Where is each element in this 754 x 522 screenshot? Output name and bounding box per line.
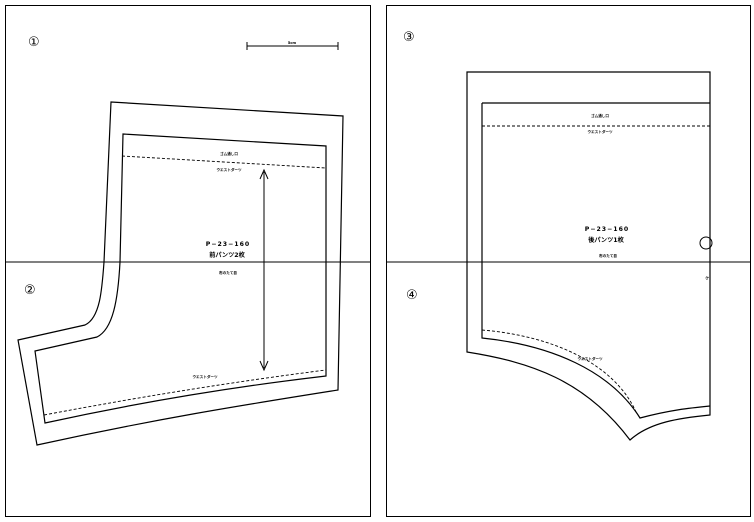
front-cut-line: [17, 101, 344, 446]
right-page-frame: [386, 5, 751, 517]
back-hem-notch-label: ウエストダーツ: [577, 356, 602, 361]
front-hem-notch-label: ウエストダーツ: [192, 374, 217, 379]
front-piece-name: 前パンツ2枚: [209, 251, 245, 259]
back-waist-notch-label: ウエストダーツ: [587, 129, 612, 134]
back-hem-dashed-line: [481, 329, 637, 413]
front-waist-label: ゴム通し口: [220, 151, 238, 156]
scale-bar: 5cm: [246, 41, 339, 50]
scale-bar-label: 5cm: [288, 41, 297, 45]
page-number-3: ③: [403, 30, 415, 45]
back-side-fold-label: わ: [705, 276, 710, 280]
page-number-2: ②: [24, 283, 36, 298]
back-waist-label: ゴム通し口: [591, 113, 609, 118]
back-grain-label: 布のたて目: [598, 253, 617, 258]
front-hem-dashed-line: [43, 369, 327, 416]
back-cut-line: [466, 71, 711, 441]
left-page-frame: [5, 5, 371, 517]
front-piece-code: P−23−160: [206, 241, 250, 248]
front-waist-dashed-line: [121, 155, 327, 169]
page-number-1: ①: [28, 35, 40, 50]
front-grain-arrow: [259, 168, 269, 372]
page-number-4: ④: [406, 288, 418, 303]
back-fold-circle: [699, 236, 713, 250]
front-grain-label: 布のたて目: [218, 270, 237, 275]
back-pants-piece: わ ゴム通し口 ウエストダーツ P−23−160 後パンツ1枚 布のたて目 ウエ…: [466, 71, 713, 441]
front-waist-notch-label: ウエストダーツ: [216, 167, 241, 172]
front-pants-piece: ゴム通し口 ウエストダーツ P−23−160 前パンツ2枚 布のたて目 ウエスト…: [17, 101, 344, 446]
front-finish-line: [34, 133, 327, 424]
back-piece-name: 後パンツ1枚: [588, 236, 624, 244]
back-finish-line: [481, 102, 711, 419]
back-piece-code: P−23−160: [585, 226, 629, 233]
